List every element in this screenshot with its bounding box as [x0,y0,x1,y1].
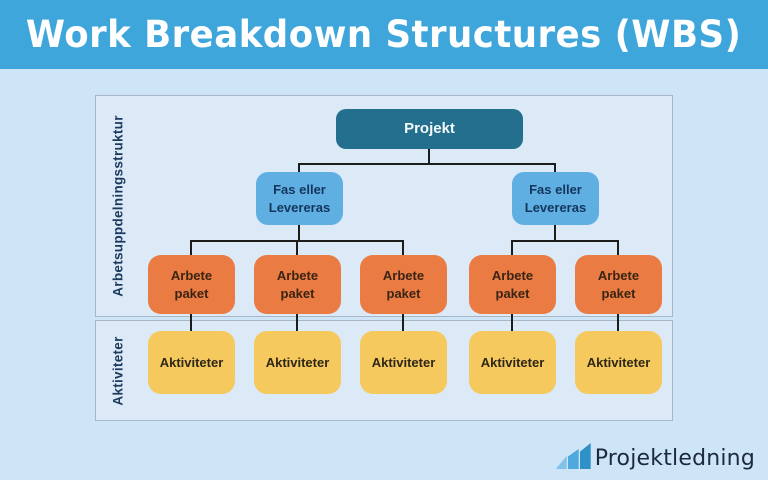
connector-line [511,240,619,242]
phase-box: Fas eller Levereras [256,172,343,225]
connector-line [554,163,556,173]
activity-box: Aktiviteter [469,331,556,394]
brand-name: Projektledning [594,445,755,471]
work-package-box: Arbete paket [469,255,556,314]
work-package-box: Arbete paket [148,255,235,314]
connector-line [402,240,404,256]
activity-box: Aktiviteter [575,331,662,394]
work-package-box: Arbete paket [254,255,341,314]
connector-line [296,314,298,332]
connector-line [428,148,430,165]
connector-line [511,314,513,332]
growth-chart-icon [555,443,591,469]
connector-line [511,240,513,256]
connector-line [402,314,404,332]
activity-box: Aktiviteter [360,331,447,394]
activity-box: Aktiviteter [148,331,235,394]
connector-line [190,240,192,256]
connector-line [617,240,619,256]
section-label-activities: Aktiviteter [110,335,126,406]
connector-line [298,163,556,165]
connector-line [298,225,300,242]
brand-logo: Projektledning [555,441,755,471]
phase-box: Fas eller Levereras [512,172,599,225]
work-package-box: Arbete paket [575,255,662,314]
connector-line [190,314,192,332]
project-box: Projekt [336,109,523,149]
connector-line [296,240,298,256]
activity-box: Aktiviteter [254,331,341,394]
header-banner: Work Breakdown Structures (WBS) [0,0,768,69]
connector-line [617,314,619,332]
section-label-structure: Arbetsuppdelningsstruktur [110,115,126,297]
page-title: Work Breakdown Structures (WBS) [26,13,742,56]
work-package-box: Arbete paket [360,255,447,314]
connector-line [554,225,556,242]
connector-line [298,163,300,173]
